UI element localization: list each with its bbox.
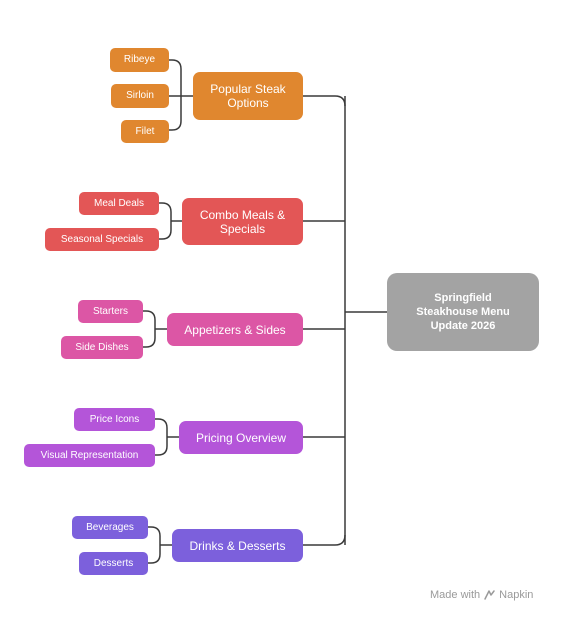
leaf-label: Visual Representation (40, 449, 139, 461)
leaf-label: Starters (92, 305, 128, 317)
leaf-label: Meal Deals (93, 197, 145, 209)
leaf-label: Desserts (93, 557, 134, 569)
leaf-price-icons[interactable]: Price Icons (74, 408, 155, 431)
category-label: Pricing Overview (195, 430, 287, 445)
leaf-ribeye[interactable]: Ribeye (110, 48, 169, 72)
leaf-label: Ribeye (123, 54, 156, 65)
leaf-label: Beverages (86, 521, 134, 533)
leaf-filet[interactable]: Filet (121, 120, 169, 143)
made-with-label: Made with (430, 589, 481, 601)
leaf-visual-representation[interactable]: Visual Representation (24, 444, 155, 467)
root-label: Springfield Steakhouse Menu Update 2026 (416, 292, 510, 332)
leaf-seasonal-specials[interactable]: Seasonal Specials (45, 228, 159, 251)
leaf-sirloin[interactable]: Sirloin (111, 84, 169, 108)
category-label: Popular Steak Options (210, 82, 286, 110)
category-combo-meals-specials[interactable]: Combo Meals & Specials (182, 198, 303, 245)
leaf-label: Side Dishes (75, 341, 129, 353)
category-pricing-overview[interactable]: Pricing Overview (179, 421, 303, 454)
leaf-meal-deals[interactable]: Meal Deals (79, 192, 159, 215)
made-with-napkin-footer[interactable]: Made with Napkin (430, 589, 533, 601)
category-label: Drinks & Desserts (189, 538, 286, 553)
leaf-label: Price Icons (89, 413, 140, 425)
root-node[interactable]: Springfield Steakhouse Menu Update 2026 (387, 273, 539, 351)
leaf-side-dishes[interactable]: Side Dishes (61, 336, 143, 359)
leaf-label: Seasonal Specials (60, 233, 144, 245)
category-popular-steak-options[interactable]: Popular Steak Options (193, 72, 303, 120)
category-appetizers-sides[interactable]: Appetizers & Sides (167, 313, 303, 346)
category-label: Appetizers & Sides (184, 322, 286, 337)
leaf-label: Sirloin (126, 90, 154, 101)
leaf-beverages[interactable]: Beverages (72, 516, 148, 539)
category-label: Combo Meals & Specials (199, 207, 286, 236)
leaf-label: Filet (135, 125, 155, 137)
napkin-brand-label: Napkin (499, 589, 534, 601)
leaf-starters[interactable]: Starters (78, 300, 143, 323)
category-drinks-desserts[interactable]: Drinks & Desserts (172, 529, 303, 562)
leaf-desserts[interactable]: Desserts (79, 552, 148, 575)
napkin-logo-icon (483, 589, 496, 601)
